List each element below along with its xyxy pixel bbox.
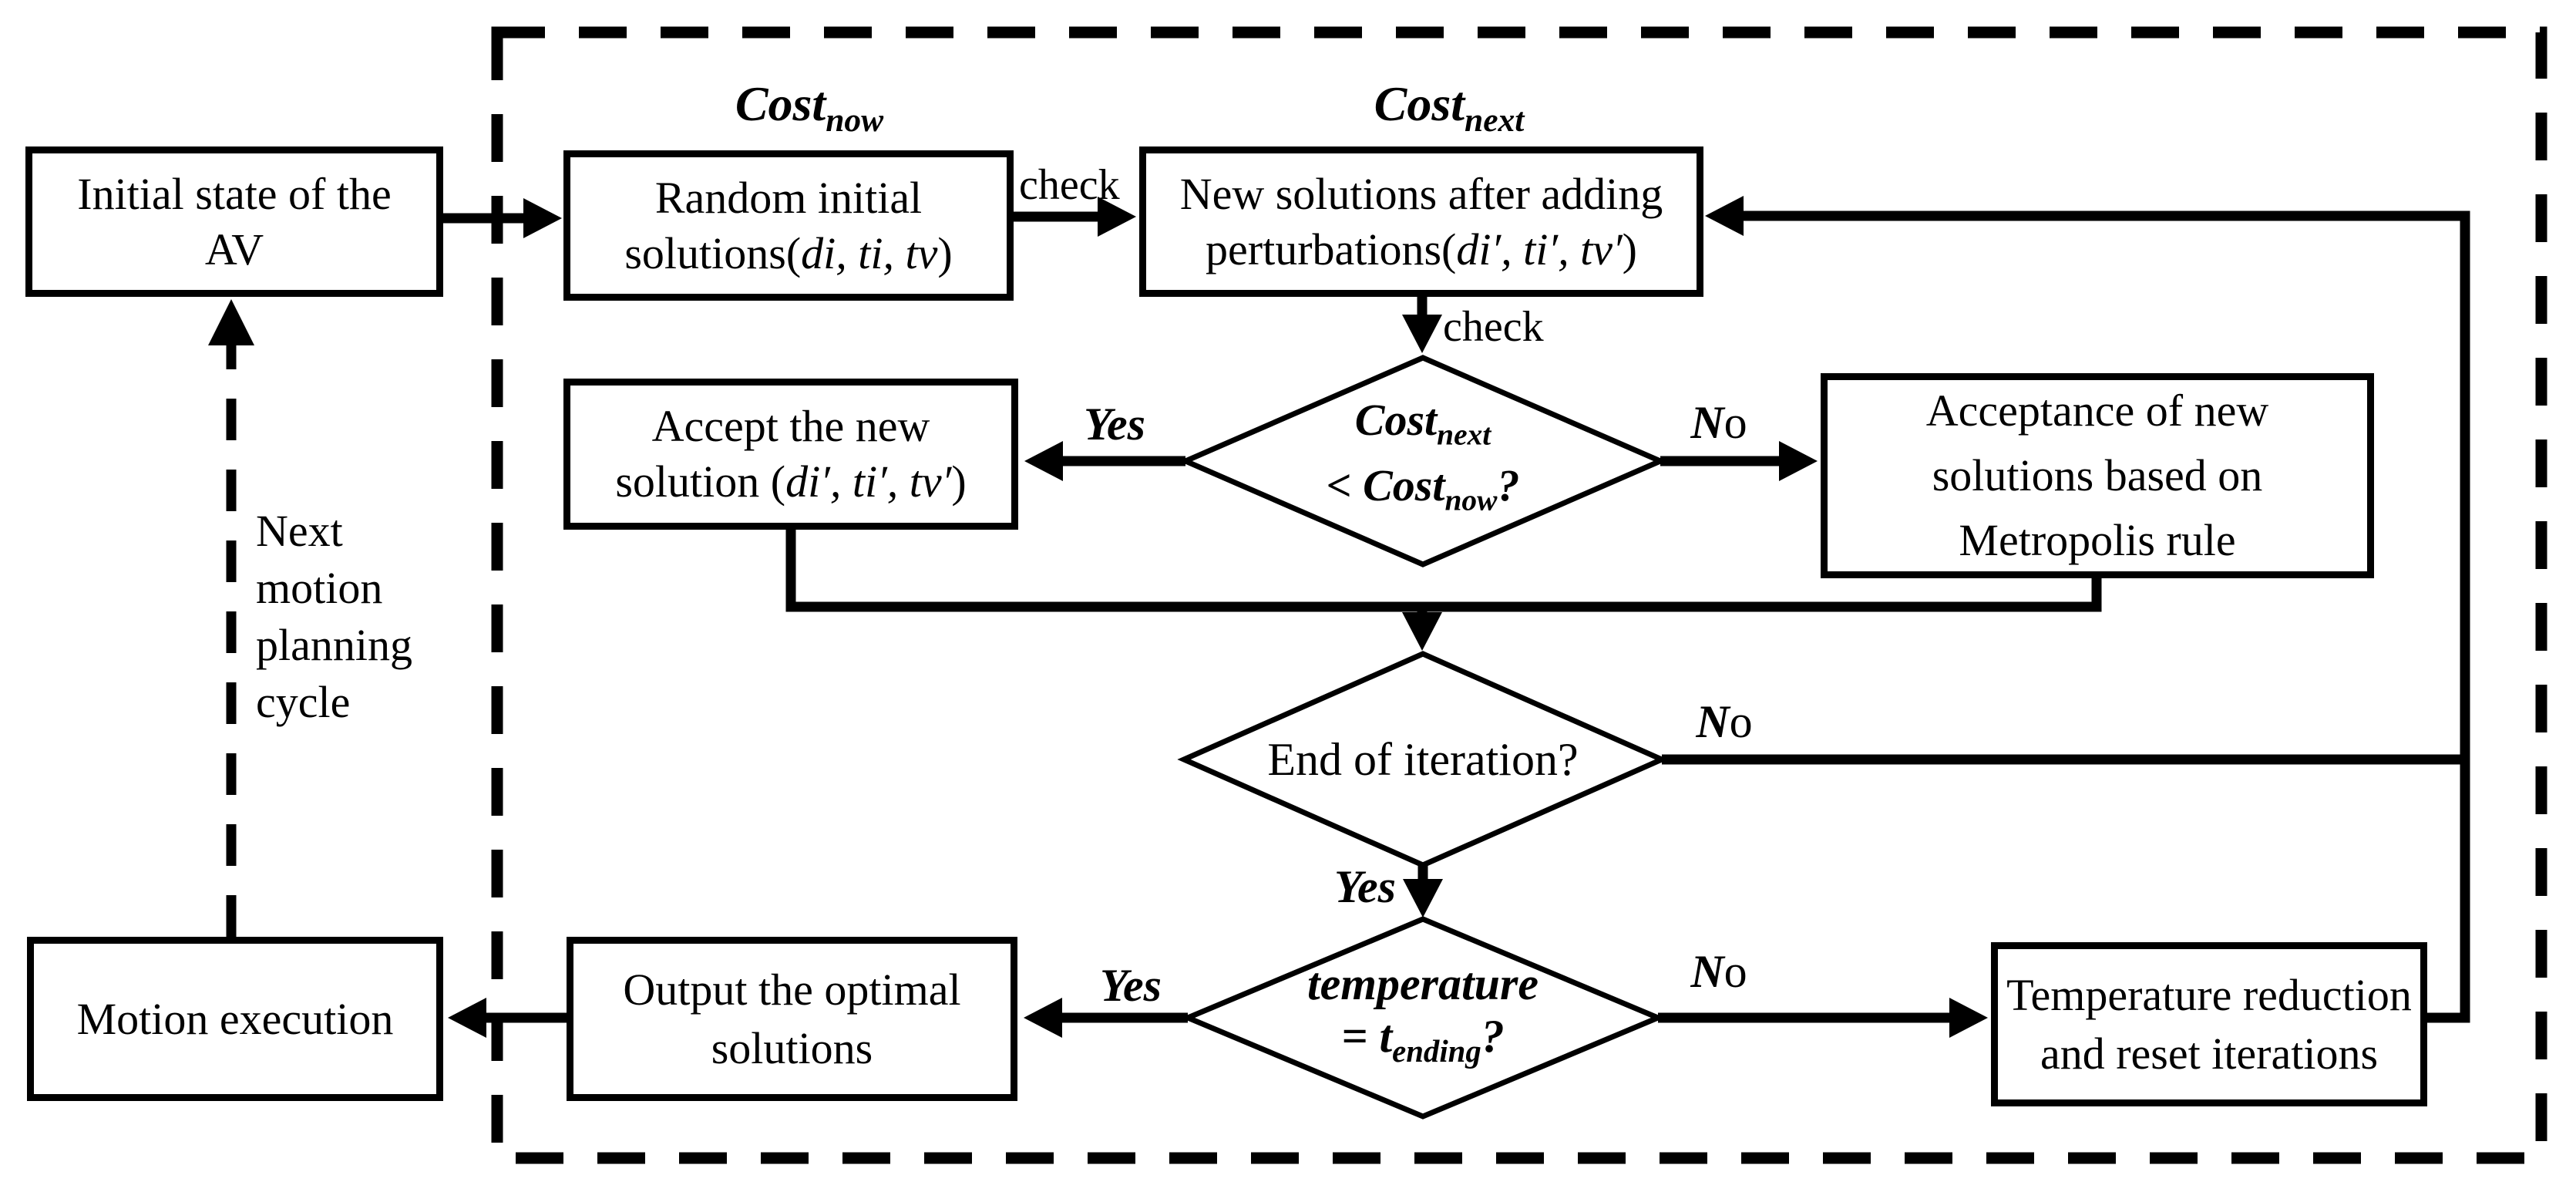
accept-line2-math: di′, ti′, tv′ <box>785 456 952 507</box>
arrowhead-output-to-motion <box>448 998 486 1038</box>
edge-merge-line <box>785 530 2102 612</box>
check-label-top: check <box>1019 161 1120 209</box>
accept-line2-text: solution ( <box>615 456 786 507</box>
check-label-mid: check <box>1443 303 1544 351</box>
arrowhead-new-to-cost-diamond <box>1402 315 1442 353</box>
cost-now-label-sub: now <box>826 101 884 139</box>
cost-diamond-text: Costnext < Costnow? <box>1230 395 1616 525</box>
accept-solution-label: Accept the new solution (di′, ti′, tv′) <box>615 399 966 510</box>
cost-now-label-base: Cost <box>735 76 826 131</box>
motion-execution-box: Motion execution <box>27 937 443 1101</box>
cost-next-sub: next <box>1437 417 1491 452</box>
temp-question-mark: ? <box>1481 1011 1505 1062</box>
cost-now-label: Costnow <box>655 76 963 140</box>
yes-label-end: Yes <box>1334 861 1396 912</box>
cost-next-label-sub: next <box>1465 101 1525 139</box>
random-initial-solutions-label: Random initial solutions(di, ti, tv) <box>624 170 952 281</box>
accept-line2-close: ) <box>951 456 967 507</box>
cost-diamond-line2: < Costnow? <box>1230 460 1616 526</box>
arrowhead-cost-no <box>1779 441 1818 481</box>
cost-lt-sign: < <box>1326 460 1364 510</box>
temp-eq-sign: = <box>1341 1011 1380 1062</box>
output-optimal-box: Output the optimal solutions <box>567 937 1017 1101</box>
cost-next-base: Cost <box>1354 395 1438 445</box>
arrowhead-next-cycle <box>208 299 254 345</box>
cost-question-mark: ? <box>1497 460 1520 510</box>
random-line2-math: di, ti, tv <box>801 227 938 278</box>
temperature-diamond-text: temperature = tending? <box>1192 958 1654 1078</box>
arrowhead-temp-no <box>1949 998 1988 1038</box>
dashed-boundary <box>491 26 2547 1164</box>
cost-now-base: Cost <box>1363 460 1445 510</box>
cost-now-sub: now <box>1444 483 1498 517</box>
temperature-decision-diamond <box>1180 916 1666 1120</box>
no-label-temperature: No <box>1690 946 1747 997</box>
random-line1: Random initial <box>654 172 923 223</box>
arrowhead-feedback-to-new <box>1705 196 1744 236</box>
next-cycle-note: Next motion planning cycle <box>256 506 412 727</box>
temperature-reduction-box: Temperature reduction and reset iteratio… <box>1991 942 2427 1106</box>
end-iteration-diamond-text: End of iteration? <box>1267 734 1579 785</box>
temperature-diamond-line1: temperature <box>1307 958 1539 1009</box>
new-solutions-box: New solutions after adding perturbations… <box>1139 146 1703 297</box>
cost-next-label-base: Cost <box>1374 76 1465 131</box>
random-line2-close: ) <box>937 227 953 278</box>
edge-feedback-loop <box>1740 210 2470 1023</box>
accept-line1: Accept the new <box>651 401 930 451</box>
random-initial-solutions-box: Random initial solutions(di, ti, tv) <box>563 150 1014 301</box>
yes-label-temperature: Yes <box>1100 960 1162 1011</box>
end-iteration-decision-diamond <box>1177 651 1669 868</box>
initial-state-box: Initial state of the AV <box>25 146 443 297</box>
cost-decision-diamond <box>1179 355 1667 567</box>
arrowhead-cost-yes <box>1024 441 1063 481</box>
cost-diamond-line1: Costnext <box>1230 395 1616 460</box>
no-label-end: No <box>1696 696 1753 747</box>
arrowhead-initial-to-random <box>523 198 562 238</box>
accept-solution-box: Accept the new solution (di′, ti′, tv′) <box>563 379 1018 530</box>
temp-t-sub: ending <box>1392 1034 1481 1069</box>
cost-next-label: Costnext <box>1295 76 1603 140</box>
metropolis-rule-box: Acceptance of new solutions based on Met… <box>1821 373 2374 578</box>
arrowhead-random-to-new <box>1098 197 1136 237</box>
arrowhead-end-yes <box>1403 879 1443 918</box>
new-solutions-label: New solutions after adding perturbations… <box>1180 167 1663 278</box>
temperature-diamond-line2: = tending? <box>1192 1010 1654 1078</box>
temp-t-base: t <box>1379 1011 1393 1062</box>
new-line2-close: ) <box>1622 224 1637 274</box>
new-line1: New solutions after adding <box>1179 168 1663 219</box>
random-line2-text: solutions( <box>624 227 802 278</box>
no-label-cost: No <box>1690 397 1747 448</box>
new-line2-math: di′, ti′, tv′ <box>1456 224 1623 274</box>
new-line2-text: perturbations( <box>1206 224 1457 274</box>
arrowhead-temp-yes <box>1024 998 1062 1038</box>
arrowhead-merge-to-end-diamond <box>1402 612 1442 651</box>
yes-label-cost: Yes <box>1084 399 1145 450</box>
